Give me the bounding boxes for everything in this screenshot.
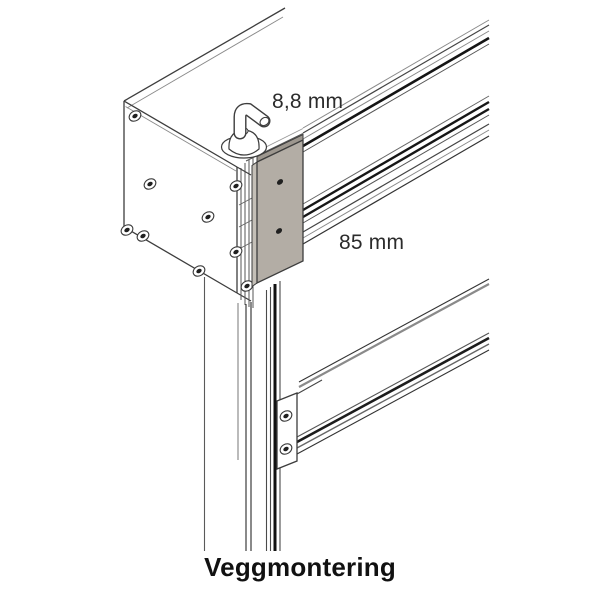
dimension-label-depth: 8,8 mm <box>272 90 344 113</box>
housing-profile-rails <box>302 19 490 245</box>
screw-icon <box>141 176 159 192</box>
bracket-hole <box>276 179 284 185</box>
bracket-side-edge <box>251 161 258 288</box>
bracket-hole <box>275 228 283 234</box>
wall-bracket-plate <box>251 133 304 288</box>
bracket-face <box>256 138 304 285</box>
screw-icon <box>199 209 217 225</box>
housing-end-cap <box>118 7 286 294</box>
dimension-label-height: 85 mm <box>339 231 405 254</box>
bottom-bracket-plate <box>276 392 298 470</box>
vertical-guide-rail <box>203 277 281 551</box>
screw-icon <box>118 222 136 238</box>
bottom-rail <box>296 278 490 455</box>
crank-knob-icon <box>220 102 271 159</box>
screw-icon <box>190 263 208 279</box>
figure-caption: Veggmontering <box>204 552 396 582</box>
